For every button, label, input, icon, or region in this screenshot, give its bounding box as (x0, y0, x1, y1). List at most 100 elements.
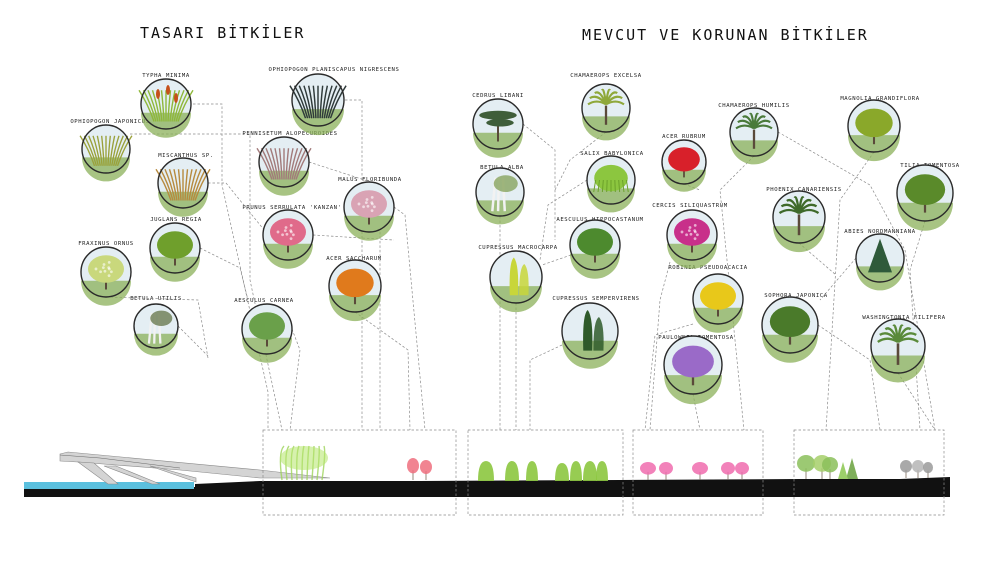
plant-sophora-japonica (761, 296, 819, 363)
plant-prunus-serrulata (262, 209, 314, 269)
autumn-tree-icon (336, 268, 374, 305)
plant-photo-border (81, 124, 131, 174)
fir-icon (868, 238, 892, 273)
section-vegetation (279, 445, 933, 481)
birch-icon (147, 310, 173, 344)
plant-label-fraxinus-ornus: FRAXINUS ORNUS (78, 241, 134, 247)
section-pink-tree (420, 460, 432, 480)
tree-icon (769, 306, 811, 345)
plant-label-salix-babylonica: SALIX BABYLONICA (580, 151, 644, 157)
plant-cupressus-sempervirens (561, 302, 619, 369)
connector (897, 372, 936, 431)
palm-icon (735, 112, 773, 149)
section-pink-tree (721, 462, 735, 480)
grass-icon (256, 147, 312, 180)
section-fir (838, 462, 848, 479)
plant-photo-border (328, 259, 382, 313)
plant-malus-floribunda (343, 181, 395, 241)
plant-acer-rubrum (661, 139, 707, 192)
plant-label-robinia-pseudoacacia: ROBINIA PSEUDOACACIA (668, 265, 748, 271)
blossom-tree-icon (674, 218, 710, 253)
connector (909, 220, 926, 431)
plant-label-prunus-serrulata: PRUNUS SERRULATA 'KANZAN' (242, 205, 342, 211)
palm-icon (587, 88, 625, 125)
connector (539, 179, 588, 261)
plant-photo-border (896, 164, 954, 222)
plant-photo-border (692, 273, 744, 325)
connector (683, 183, 701, 191)
section-grey-tree (900, 460, 912, 478)
section-cypress (526, 461, 538, 481)
plant-typha-minima (138, 78, 194, 138)
cypress-icon (583, 310, 604, 351)
existing-plants-heading: MEVCUT VE KORUNAN BİTKİLER (582, 26, 869, 44)
plant-label-chamaerops-humilis: CHAMAEROPS HUMILIS (718, 103, 790, 109)
plant-tilia-tomentosa (896, 164, 954, 231)
section-box (467, 429, 624, 516)
palm-icon (778, 196, 820, 236)
plant-label-aesculus-carnea: AESCULUS CARNEA (234, 298, 294, 304)
plant-photo-border (140, 78, 192, 130)
plant-photo-border (241, 303, 293, 355)
plant-label-ophiopogon-japonicus: OPHIOPOGON JAPONICUS (70, 119, 150, 125)
section-grey-tree (923, 462, 933, 478)
section-pink-tree (735, 462, 749, 480)
plant-photo-border (343, 181, 395, 233)
plant-photo-border (663, 335, 723, 395)
connector (354, 311, 411, 431)
tree-icon (157, 231, 193, 266)
plant-photo-border (561, 302, 619, 360)
section-pink-tree (659, 462, 673, 480)
section-pink-tree (407, 458, 419, 480)
dark-grass-icon (289, 85, 347, 119)
plant-photo-border (661, 139, 707, 185)
connector (105, 296, 209, 359)
connector (554, 131, 607, 191)
blossom-tree-icon (351, 190, 387, 225)
flowering-tree-icon (88, 255, 124, 290)
tree-icon (855, 108, 893, 145)
connector (719, 155, 755, 431)
section-green-tree (822, 457, 838, 479)
cypress-icon (509, 257, 529, 296)
plant-photo-border (870, 318, 926, 374)
plant-label-cedrus-libani: CEDRUS LIBANI (472, 93, 524, 99)
plant-photo-border (581, 83, 631, 133)
tree-icon (904, 174, 946, 213)
section-cypress (583, 461, 597, 481)
red-tree-icon (668, 147, 700, 178)
plant-photo-border (729, 107, 779, 157)
connector (522, 123, 556, 240)
plant-photo-border (157, 157, 209, 209)
plant-washingtonia-filifera (870, 318, 926, 383)
plant-aesculus-carnea (241, 303, 293, 363)
section-cypress (478, 461, 494, 481)
plant-photo-border (80, 246, 132, 298)
bridge-structure (59, 451, 331, 485)
plant-label-cupressus-sempervirens: CUPRESSUS SEMPERVIRENS (552, 296, 640, 302)
plant-label-chamaerops-excelsa: CHAMAEROPS EXCELSA (570, 73, 642, 79)
purple-tree-icon (672, 345, 714, 386)
plant-photo-border (855, 233, 905, 283)
section-box (262, 429, 457, 516)
plant-label-abies-nordmanniana: ABIES NORDMANNIANA (844, 229, 916, 235)
plant-salix-babylonica (586, 155, 636, 213)
plant-ophiopogon-planiscapus (289, 73, 347, 136)
birch-icon (491, 175, 518, 212)
yellow-tree-icon (700, 282, 736, 317)
plant-label-acer-rubrum: ACER RUBRUM (662, 134, 706, 140)
grass-icon (79, 135, 133, 167)
plant-label-magnolia-grandiflora: MAGNOLIA GRANDIFLORA (840, 96, 920, 102)
plant-cedrus-libani (472, 98, 524, 158)
plant-photo-border (847, 99, 901, 153)
cedar-icon (479, 110, 517, 142)
section-box (793, 429, 945, 516)
plant-label-washingtonia-filifera: WASHINGTONIA FILIFERA (862, 315, 946, 321)
plant-label-betula-utilis: BETULA UTILIS (130, 296, 182, 302)
connector (289, 328, 301, 431)
plant-label-acer-saccharum: ACER SACCHARUM (326, 256, 382, 262)
plant-fraxinus-ornus (80, 246, 132, 306)
section-pink-tree (692, 462, 708, 480)
design-plants-heading: TASARI BİTKİLER (140, 24, 306, 42)
